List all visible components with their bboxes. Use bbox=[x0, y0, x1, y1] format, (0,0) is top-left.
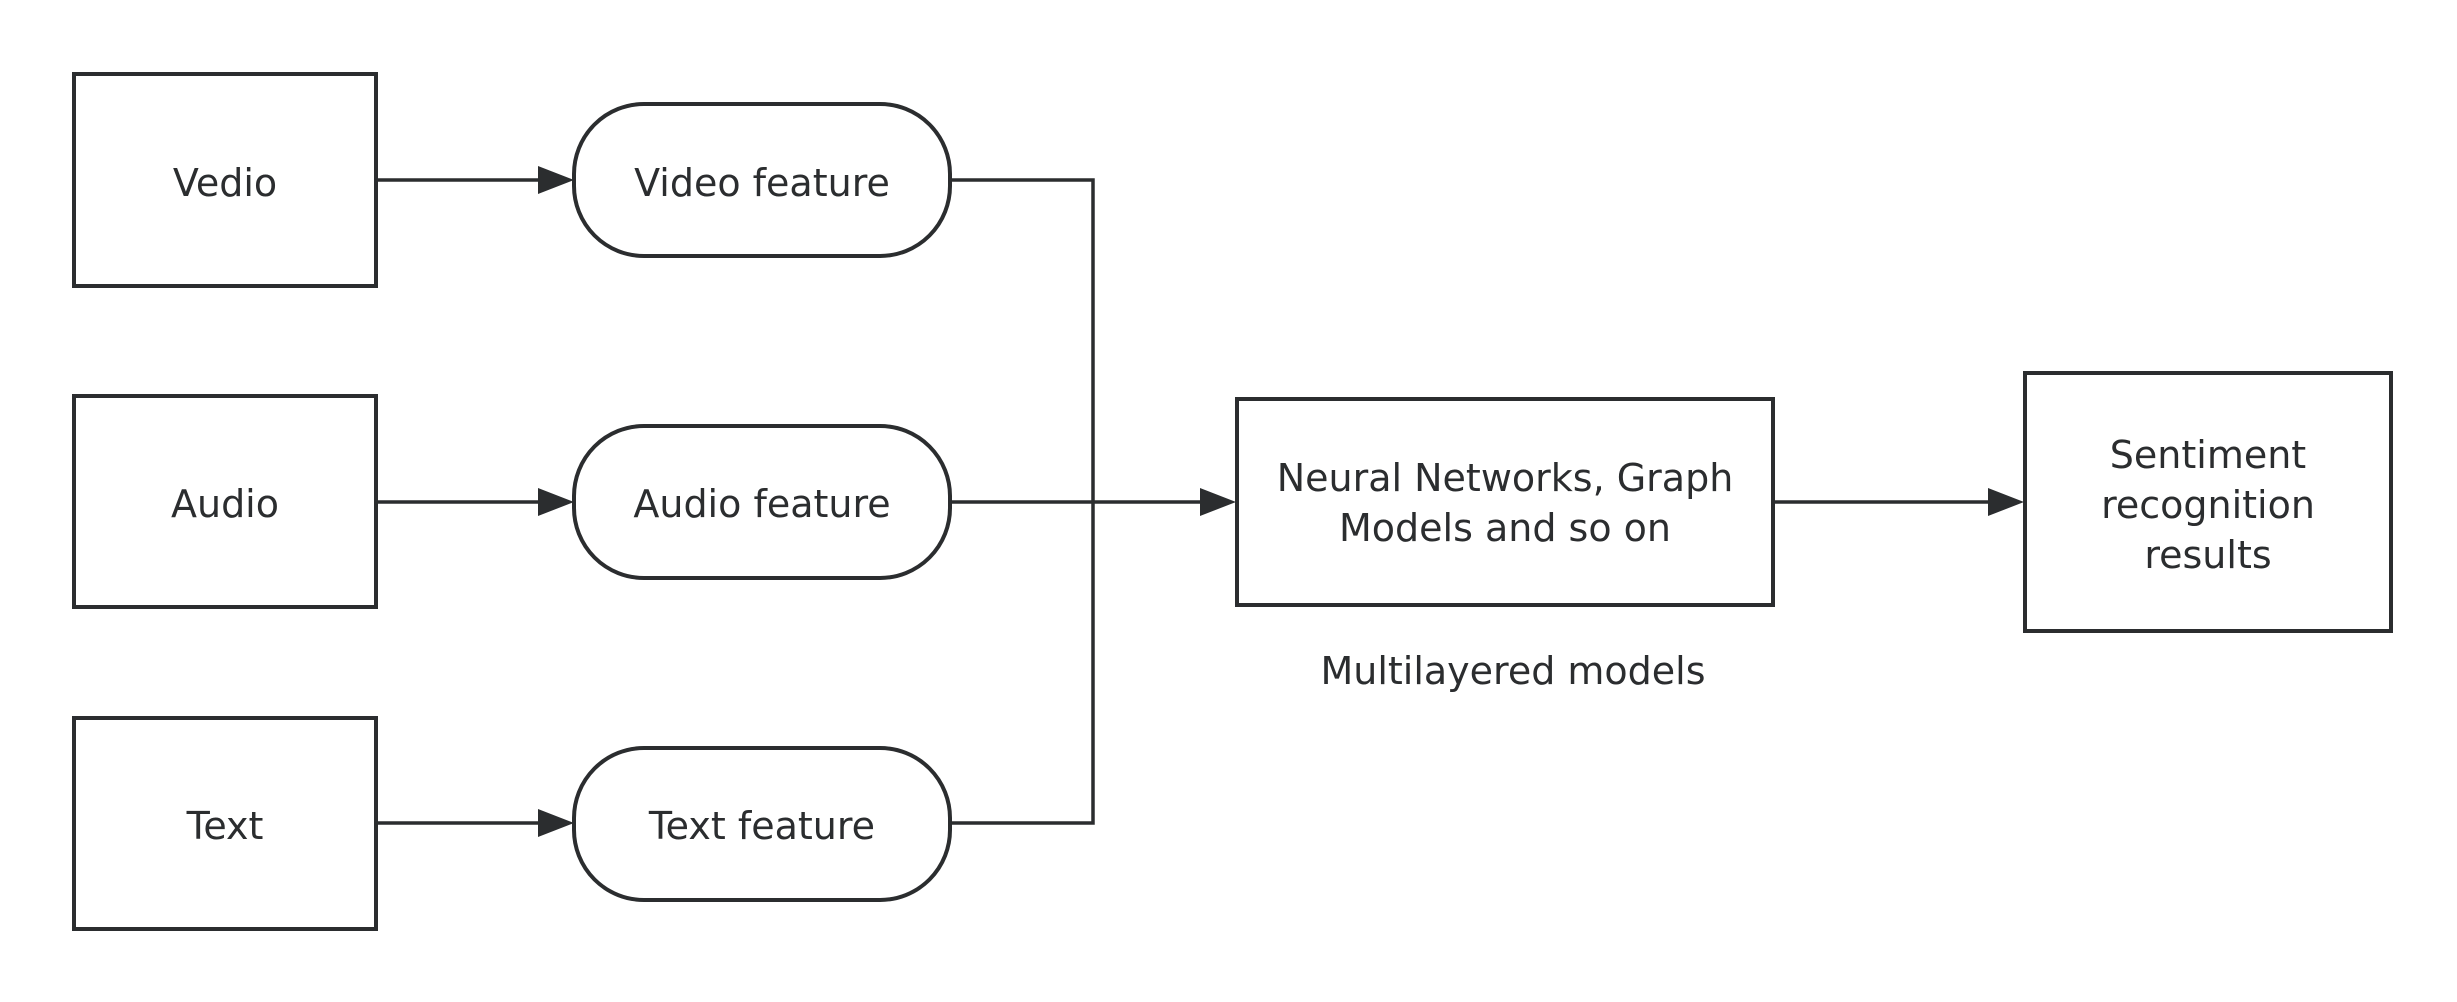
model-node-label-line2: Models and so on bbox=[1339, 506, 1671, 550]
feature-node-video: Video feature bbox=[572, 102, 952, 258]
model-node-label-line1: Neural Networks, Graph bbox=[1277, 456, 1734, 500]
edge-video-to-feature bbox=[376, 166, 574, 194]
output-node: Sentiment recognition results bbox=[2023, 371, 2393, 633]
output-node-label-line1: Sentiment bbox=[2110, 433, 2306, 477]
output-node-label-line3: results bbox=[2144, 533, 2271, 577]
model-node: Neural Networks, Graph Models and so on bbox=[1235, 397, 1775, 607]
feature-node-text: Text feature bbox=[572, 746, 952, 902]
input-node-video-label: Vedio bbox=[173, 161, 277, 205]
input-node-text-label: Text bbox=[186, 804, 264, 848]
output-node-label-line2: recognition bbox=[2101, 483, 2315, 527]
feature-node-audio: Audio feature bbox=[572, 424, 952, 580]
edge-text-to-feature bbox=[376, 809, 574, 837]
input-node-video: Vedio bbox=[72, 72, 378, 288]
feature-node-video-label: Video feature bbox=[634, 161, 890, 205]
input-node-audio: Audio bbox=[72, 394, 378, 609]
edge-features-to-model bbox=[950, 178, 1236, 825]
edge-audio-to-feature bbox=[376, 488, 574, 516]
model-caption: Multilayered models bbox=[1320, 649, 1705, 693]
feature-node-text-label: Text feature bbox=[648, 804, 875, 848]
input-node-text: Text bbox=[72, 716, 378, 931]
input-node-audio-label: Audio bbox=[171, 482, 279, 526]
feature-node-audio-label: Audio feature bbox=[633, 482, 890, 526]
edge-model-to-output bbox=[1773, 488, 2024, 516]
